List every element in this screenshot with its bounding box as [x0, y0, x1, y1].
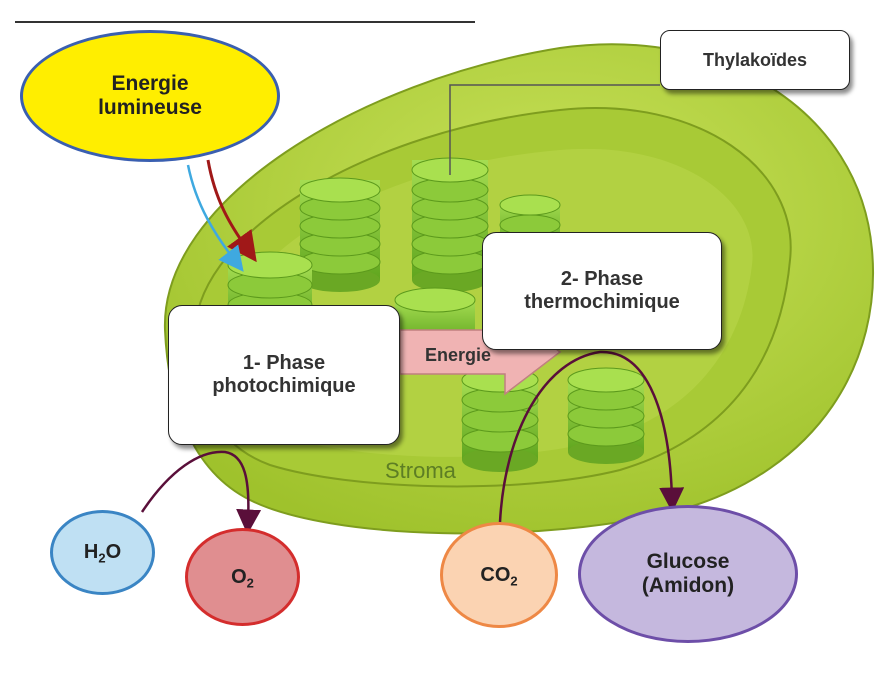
- light-ray-blue: [186, 164, 244, 272]
- water-to-o2-curve: [140, 450, 262, 535]
- glucose-oval: Glucose (Amidon): [578, 505, 798, 643]
- light-energy-label: Energie lumineuse: [98, 72, 202, 119]
- granum-2: [411, 157, 489, 292]
- water-oval: H2O: [50, 510, 155, 595]
- glucose-label: Glucose (Amidon): [641, 550, 735, 597]
- granum-7: [567, 367, 645, 464]
- granum-6: [461, 367, 539, 472]
- stroma-label: Stroma: [385, 458, 457, 483]
- phase1-box: 1- Phase photochimique: [168, 305, 400, 445]
- phase2-box: 2- Phase thermochimique: [482, 232, 722, 350]
- light-energy-oval: Energie lumineuse: [20, 30, 280, 162]
- thylakoids-leader-line: [449, 84, 660, 175]
- oxygen-oval: O2: [185, 528, 300, 626]
- oxygen-label: O2: [231, 565, 254, 591]
- light-ray-red: [206, 159, 257, 263]
- co2-to-glucose-curve: [498, 350, 685, 523]
- energy-arrow-label-wrap: Energie: [408, 340, 508, 370]
- thylakoids-label: Thylakoïdes: [702, 49, 808, 70]
- co2-label: CO2: [480, 563, 518, 589]
- energy-arrow-label: Energie: [424, 344, 492, 365]
- phase2-label: 2- Phase thermochimique: [524, 268, 680, 313]
- co2-oval: CO2: [440, 522, 558, 628]
- phase1-label: 1- Phase photochimique: [212, 352, 356, 397]
- granum-1: [299, 177, 381, 292]
- water-label: H2O: [83, 541, 122, 566]
- thylakoids-label-box: Thylakoïdes: [660, 30, 850, 90]
